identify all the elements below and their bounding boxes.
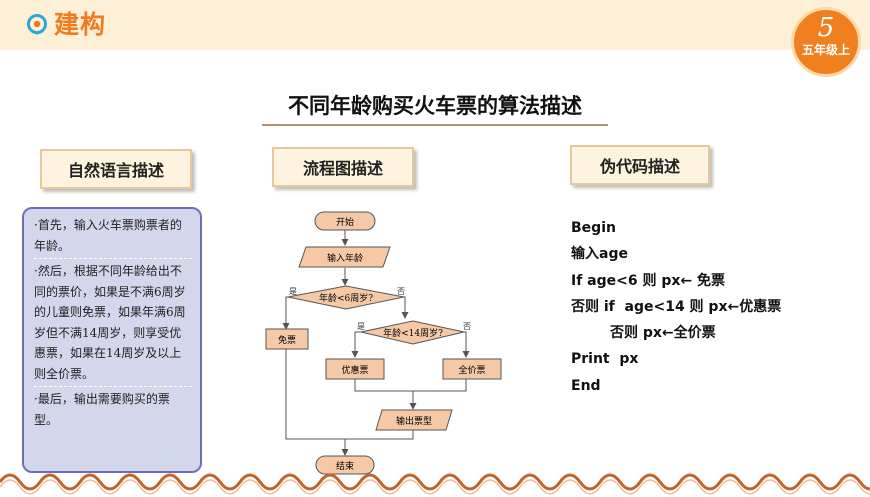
brand-title: 建构 — [54, 10, 107, 39]
location-pin-icon — [27, 14, 47, 35]
flow-no-label-2: 否 — [463, 322, 471, 331]
natural-step-3: ·最后，输出需要购买的票型。 — [34, 392, 170, 427]
grade-number: 5 — [817, 13, 835, 43]
flow-full-label: 全价票 — [458, 364, 485, 376]
flow-end-label: 结束 — [336, 460, 354, 472]
flow-free-ticket: 免票 — [265, 328, 309, 350]
decorative-wave-border — [0, 473, 870, 495]
title-underline — [262, 124, 608, 126]
code-line: 输入age — [571, 246, 628, 263]
divider — [34, 386, 192, 387]
flow-decision-2-label: 年龄<14周岁? — [383, 327, 443, 339]
flow-full-ticket: 全价票 — [442, 358, 502, 380]
code-line: 否则 px←全价票 — [571, 325, 716, 342]
flow-output: 输出票型 — [375, 409, 453, 431]
flow-decision-2: 年龄<14周岁? — [360, 320, 465, 345]
flow-input-label: 输入年龄 — [327, 252, 363, 264]
flow-input: 输入年龄 — [298, 246, 391, 268]
grade-badge: 5 五年级上 — [791, 7, 861, 77]
section-flowchart: 流程图描述 — [272, 147, 414, 187]
section-natural-language: 自然语言描述 — [40, 149, 192, 189]
natural-step-2: ·然后，根据不同年龄给出不同的票价，如果是不满6周岁的儿童则免票，如果年满6周岁… — [34, 264, 186, 381]
natural-language-box: ·首先，输入火车票购票者的年龄。 ·然后，根据不同年龄给出不同的票价，如果是不满… — [22, 207, 202, 473]
divider — [34, 258, 192, 259]
section-pseudocode: 伪代码描述 — [570, 145, 710, 185]
code-line: Begin — [571, 220, 616, 236]
flow-yes-label-2: 是 — [357, 322, 365, 331]
code-line: If age<6 则 px← 免票 — [571, 272, 726, 289]
flow-start: 开始 — [314, 211, 376, 231]
flow-start-label: 开始 — [336, 216, 354, 228]
page-title: 不同年龄购买火车票的算法描述 — [288, 94, 582, 118]
flow-yes-label-1: 是 — [289, 287, 297, 296]
flow-no-label-1: 否 — [397, 287, 405, 296]
brand: 建构 — [26, 12, 106, 38]
header-bar — [0, 0, 870, 50]
grade-text: 五年级上 — [801, 43, 850, 57]
flow-output-label: 输出票型 — [396, 415, 432, 427]
flow-free-label: 免票 — [278, 334, 296, 346]
flow-end: 结束 — [315, 455, 375, 475]
code-line: Print px — [571, 351, 639, 368]
flow-discount-label: 优惠票 — [341, 364, 368, 376]
code-line: End — [571, 377, 601, 394]
natural-step-1: ·首先，输入火车票购票者的年龄。 — [34, 218, 182, 253]
flow-decision-1-label: 年龄<6周岁? — [319, 292, 373, 304]
pseudocode-block: Begin 输入age If age<6 则 px← 免票 否则 if age<… — [571, 218, 781, 402]
flowchart-diagram: 开始 输入年龄 年龄<6周岁? 是 否 年龄<14周岁? 是 否 免票 优惠票 … — [265, 211, 502, 475]
code-line: 否则 if age<14 则 px←优惠票 — [571, 298, 782, 315]
flow-discount-ticket: 优惠票 — [325, 358, 385, 380]
flow-decision-1: 年龄<6周岁? — [287, 285, 405, 310]
